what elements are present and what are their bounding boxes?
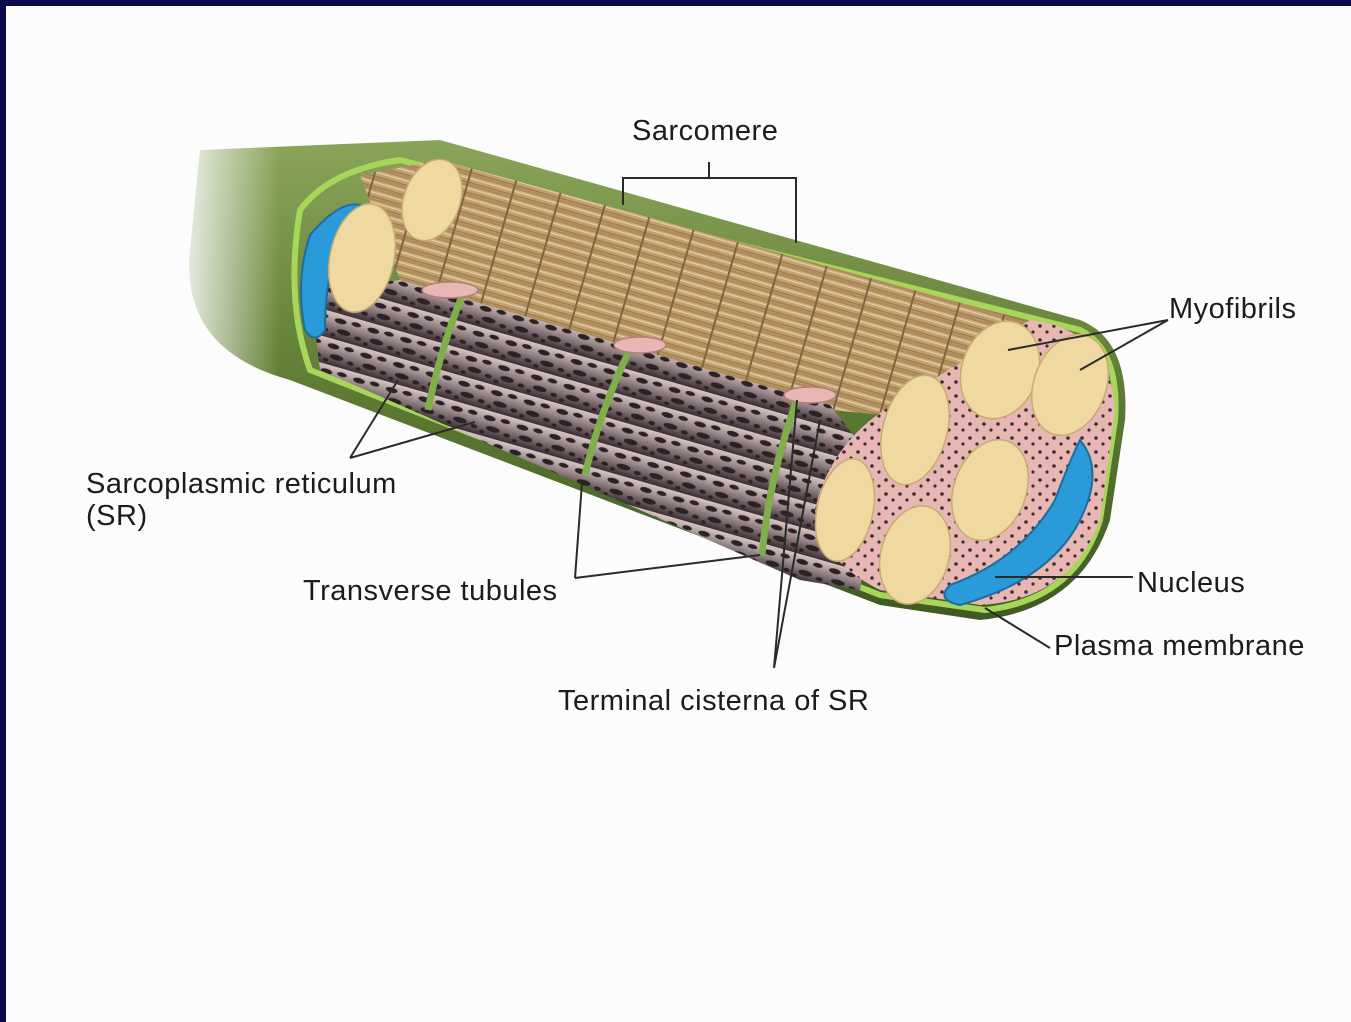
label-nucleus: Nucleus xyxy=(1137,567,1245,599)
terminal-cisterna-3 xyxy=(784,387,836,403)
label-sarcoplasmic-reticulum-line2: (SR) xyxy=(86,500,148,532)
terminal-cisterna-1 xyxy=(422,282,478,298)
label-transverse-tubules: Transverse tubules xyxy=(303,575,558,607)
label-plasma-membrane: Plasma membrane xyxy=(1054,630,1305,662)
label-sarcoplasmic-reticulum-line1: Sarcoplasmic reticulum xyxy=(86,468,397,500)
terminal-cisterna-2 xyxy=(614,337,666,353)
plasma-membrane-leader xyxy=(985,608,1050,648)
muscle-fiber xyxy=(170,110,1125,620)
label-terminal-cisterna: Terminal cisterna of SR xyxy=(558,685,869,717)
label-myofibrils: Myofibrils xyxy=(1169,293,1296,325)
fiber-fade xyxy=(170,110,280,400)
label-sarcomere: Sarcomere xyxy=(632,115,778,147)
